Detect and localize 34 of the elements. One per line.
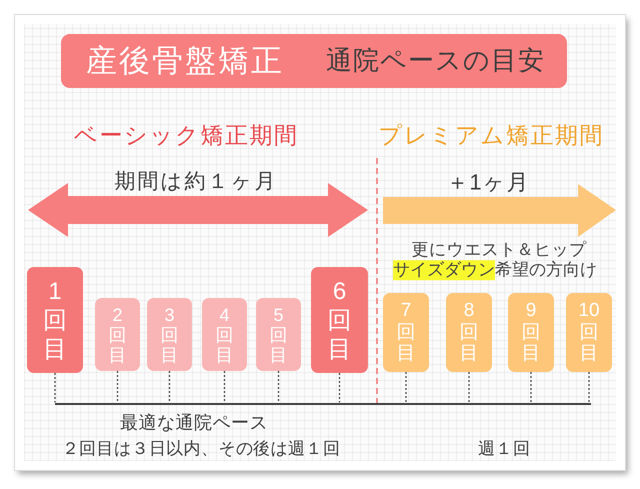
caption-text: 最適な通院ペース	[120, 412, 268, 434]
dotted-connector	[530, 372, 532, 402]
dotted-connector	[278, 371, 280, 402]
dotted-connector	[116, 371, 118, 402]
caption-text: ２回目は３日以内、その後は週１回	[62, 439, 340, 459]
visit-box: 6回目	[311, 267, 368, 373]
visit-box: 2回目	[95, 298, 140, 371]
visit-box: 10回目	[566, 293, 612, 372]
section-heading: プレミアム矯正期間	[378, 122, 604, 148]
dotted-connector	[405, 372, 407, 402]
note-text: 希望の方向け	[495, 260, 597, 280]
note-text: 更にウエスト＆ヒップ	[412, 240, 586, 260]
timeline-line	[55, 402, 591, 405]
dotted-connector	[168, 371, 170, 402]
visit-box: 8回目	[446, 293, 492, 372]
dotted-connector	[588, 372, 590, 402]
title-banner	[61, 34, 567, 88]
dotted-connector	[338, 373, 340, 402]
duration-text: ＋1ヶ月	[446, 169, 530, 195]
caption-text: 週１回	[478, 439, 530, 459]
visit-box: 1回目	[27, 267, 83, 373]
highlighted-text: サイズダウン	[393, 260, 495, 280]
visit-box: 4回目	[202, 298, 247, 371]
dotted-connector	[468, 372, 470, 402]
subtitle-text: 通院ペースの目安	[326, 46, 545, 76]
visit-box: 5回目	[256, 298, 301, 371]
visit-box: 3回目	[147, 298, 192, 371]
duration-text: 期間は約１ヶ月	[114, 170, 278, 194]
dotted-connector	[54, 373, 56, 402]
visit-box: 9回目	[508, 293, 554, 372]
dotted-connector	[224, 371, 226, 402]
title-text: 産後骨盤矯正	[86, 43, 284, 79]
section-heading: ベーシック矯正期間	[74, 122, 298, 148]
visit-box: 7回目	[383, 293, 429, 372]
